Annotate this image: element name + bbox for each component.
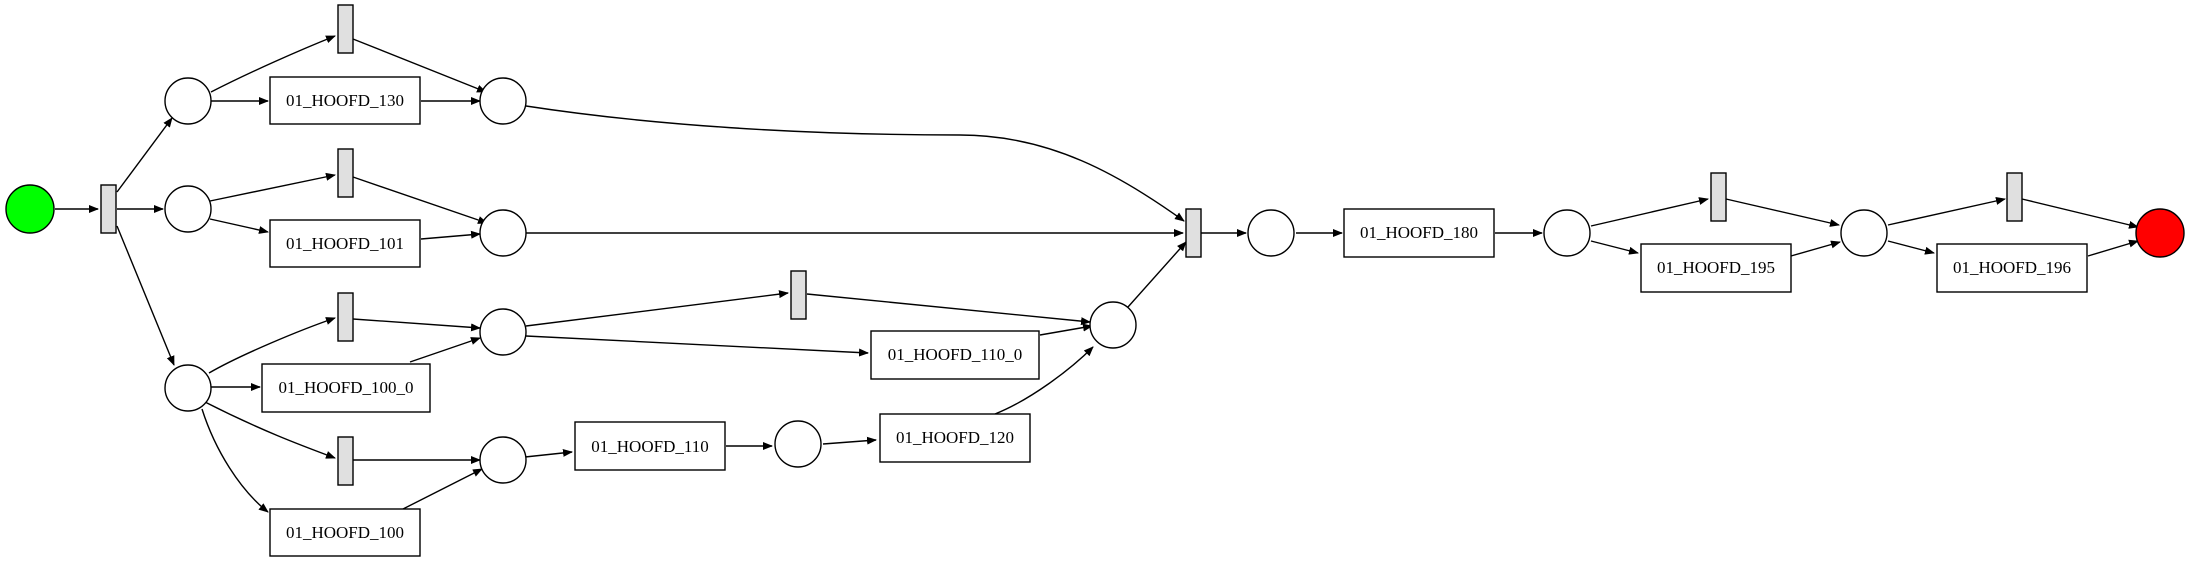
- arc: [201, 408, 269, 513]
- task-label: 01_HOOFD_195: [1657, 258, 1775, 277]
- arc: [1790, 240, 1841, 257]
- arc: [1590, 240, 1639, 255]
- task-01-hoofd-196: 01_HOOFD_196: [1936, 243, 2088, 293]
- silent-transition: [337, 292, 354, 342]
- arc: [1725, 198, 1840, 227]
- arc: [2087, 239, 2139, 257]
- arcs: [55, 35, 2139, 513]
- task-01-hoofd-130: 01_HOOFD_130: [269, 76, 421, 125]
- task-label: 01_HOOFD_110_0: [888, 345, 1022, 364]
- arc: [1887, 240, 1935, 255]
- place: [164, 364, 212, 412]
- arc: [994, 346, 1094, 415]
- task-01-hoofd-101: 01_HOOFD_101: [269, 219, 421, 268]
- arc: [822, 436, 877, 445]
- task-label: 01_HOOFD_100: [286, 523, 404, 542]
- task-01-hoofd-110-0: 01_HOOFD_110_0: [870, 330, 1040, 380]
- arc: [210, 35, 336, 93]
- place: [479, 308, 527, 356]
- arc: [525, 105, 1185, 222]
- silent-transition: [337, 4, 354, 54]
- silent-transition: [337, 148, 354, 198]
- arc: [525, 335, 869, 357]
- silent-transition: [1185, 208, 1202, 258]
- task-label: 01_HOOFD_130: [286, 91, 404, 110]
- place: [479, 209, 527, 257]
- task-01-hoofd-100: 01_HOOFD_100: [269, 508, 421, 557]
- place: [479, 436, 527, 484]
- places: [5, 77, 2185, 484]
- task-label: 01_HOOFD_180: [1360, 223, 1478, 242]
- arc: [1127, 241, 1187, 308]
- place: [479, 77, 527, 125]
- place: [164, 185, 212, 233]
- arc: [1590, 197, 1709, 227]
- arc: [525, 290, 789, 327]
- arc: [1039, 323, 1093, 336]
- task-label: 01_HOOFD_101: [286, 234, 404, 253]
- task-label: 01_HOOFD_120: [896, 428, 1014, 447]
- place: [1840, 209, 1888, 257]
- place: [774, 420, 822, 468]
- end-place: [2135, 208, 2185, 258]
- task-01-hoofd-180: 01_HOOFD_180: [1343, 208, 1495, 258]
- start-place: [5, 184, 55, 234]
- task-label: 01_HOOFD_196: [1953, 258, 2071, 277]
- arc: [116, 225, 175, 366]
- arc: [420, 230, 481, 240]
- arc: [524, 448, 573, 458]
- silent-transition: [100, 184, 117, 234]
- arc: [204, 401, 336, 459]
- arc: [402, 468, 483, 510]
- task-label: 01_HOOFD_110: [591, 437, 708, 456]
- task-01-hoofd-120: 01_HOOFD_120: [879, 413, 1031, 463]
- place: [1247, 209, 1295, 257]
- task-transitions: 01_HOOFD_130 01_HOOFD_101 01_HOOFD_100_0…: [261, 76, 2088, 557]
- arc: [352, 318, 481, 332]
- place: [1089, 301, 1137, 349]
- arc: [116, 117, 173, 193]
- silent-transitions: [100, 4, 2023, 486]
- silent-transition: [790, 270, 807, 320]
- task-01-hoofd-195: 01_HOOFD_195: [1640, 243, 1792, 293]
- arc: [209, 218, 269, 234]
- arc: [2021, 198, 2139, 229]
- arc: [1887, 197, 2006, 226]
- place: [1543, 209, 1591, 257]
- place: [164, 77, 212, 125]
- arc: [352, 176, 488, 224]
- arc: [806, 293, 1091, 326]
- arc: [352, 38, 487, 93]
- silent-transition: [1710, 172, 1727, 222]
- arc: [409, 337, 481, 363]
- silent-transition: [2006, 172, 2023, 222]
- arc: [208, 317, 336, 374]
- task-01-hoofd-110: 01_HOOFD_110: [574, 421, 726, 471]
- arc: [209, 172, 336, 202]
- task-label: 01_HOOFD_100_0: [278, 378, 413, 397]
- silent-transition: [337, 436, 354, 486]
- task-01-hoofd-100-0: 01_HOOFD_100_0: [261, 363, 431, 413]
